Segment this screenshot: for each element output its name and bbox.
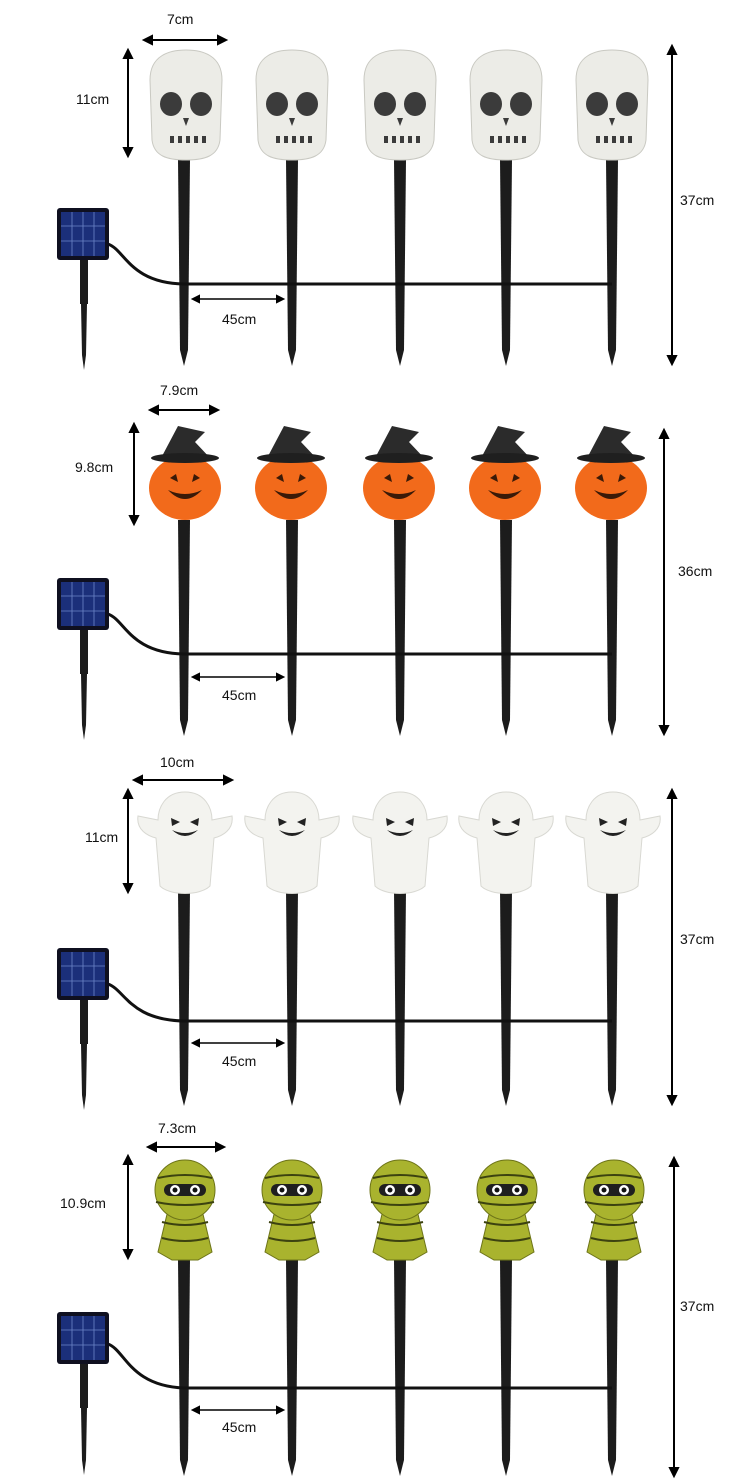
skull-spacing: 45cm: [222, 311, 257, 327]
pumpkin-illustration: [57, 404, 670, 740]
mummy-illustration: [57, 1141, 680, 1479]
ghost-head-width: 10cm: [160, 754, 195, 770]
mummy-head-height: 10.9cm: [60, 1195, 106, 1211]
mummy-spacing: 45cm: [222, 1419, 257, 1435]
mummy-head-width: 7.3cm: [158, 1120, 197, 1136]
ghost-section: 10cm 11cm 37cm 45cm: [0, 740, 750, 1110]
ghost-total-height: 37cm: [680, 931, 715, 947]
pumpkin-head-width: 7.9cm: [160, 382, 199, 398]
pumpkin-total-height: 36cm: [678, 563, 713, 579]
skull-head-width: 7cm: [167, 11, 194, 27]
mummy-total-height: 37cm: [680, 1298, 715, 1314]
pumpkin-head-height: 9.8cm: [75, 459, 114, 475]
ghost-illustration: [57, 774, 678, 1110]
skull-head-height: 11cm: [76, 91, 110, 107]
skull-illustration: [57, 34, 678, 370]
pumpkin-spacing: 45cm: [222, 687, 257, 703]
pumpkin-section: 7.9cm 9.8cm 36cm 45cm: [0, 370, 750, 740]
ghost-spacing: 45cm: [222, 1053, 257, 1069]
skull-total-height: 37cm: [680, 192, 715, 208]
skull-section: 7cm 11cm 37cm 45cm: [0, 0, 750, 370]
mummy-section: 7.3cm 10.9cm 37cm 45cm: [0, 1110, 750, 1479]
ghost-head-height: 11cm: [85, 829, 119, 845]
